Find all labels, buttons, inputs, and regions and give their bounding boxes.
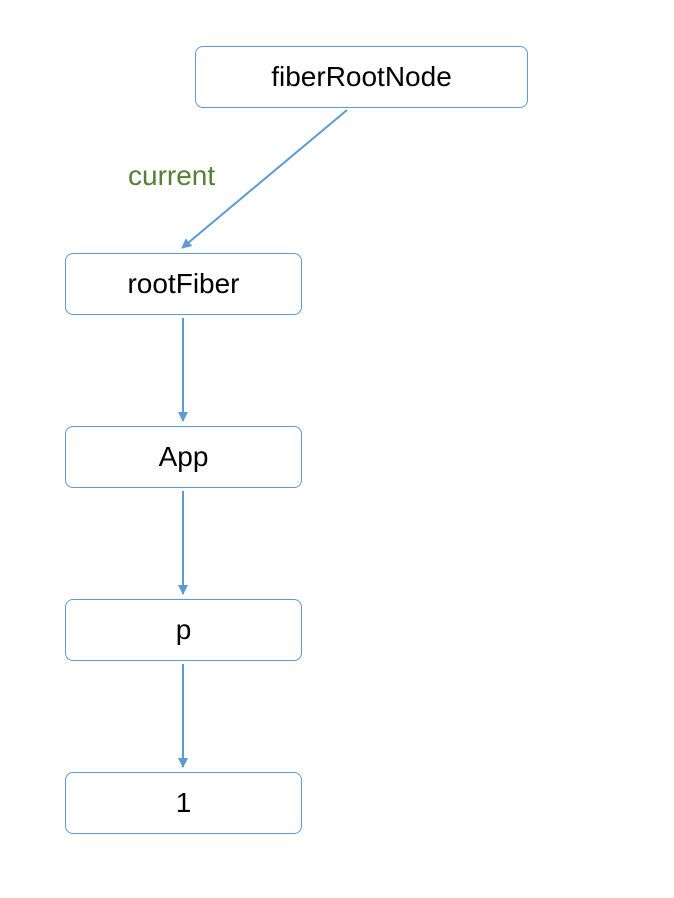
node-label: rootFiber [127, 268, 240, 299]
node-label: fiberRootNode [271, 61, 452, 92]
node-label: p [175, 614, 192, 645]
node-label: App [158, 441, 209, 472]
node-fiberrootnode: fiberRootNode [195, 46, 528, 108]
node-p: p [65, 599, 302, 661]
edge-label-current: current [128, 160, 216, 191]
node-label: 1 [175, 787, 192, 818]
node-rootfiber: rootFiber [65, 253, 302, 315]
edge-current [181, 109, 348, 249]
node-1: 1 [65, 772, 302, 834]
node-app: App [65, 426, 302, 488]
